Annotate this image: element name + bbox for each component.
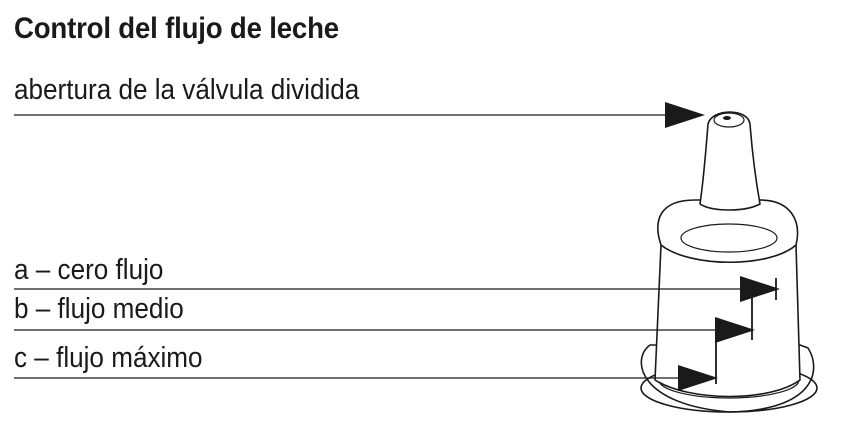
nipple-body xyxy=(654,244,801,398)
diagram-title: Control del flujo de leche xyxy=(14,12,339,45)
valve-opening-dot xyxy=(723,116,731,120)
arrowhead-a xyxy=(740,276,780,302)
label-max-flow: c – flujo máximo xyxy=(14,342,203,374)
label-zero-flow: a – cero flujo xyxy=(14,254,164,286)
label-medium-flow: b – flujo medio xyxy=(14,293,184,325)
label-valve-opening: abertura de la válvula dividida xyxy=(14,74,360,106)
arrowhead-c xyxy=(678,365,718,391)
nipple-teat xyxy=(699,111,761,211)
arrowhead-b xyxy=(715,317,755,343)
arrowhead-opening xyxy=(665,102,705,128)
